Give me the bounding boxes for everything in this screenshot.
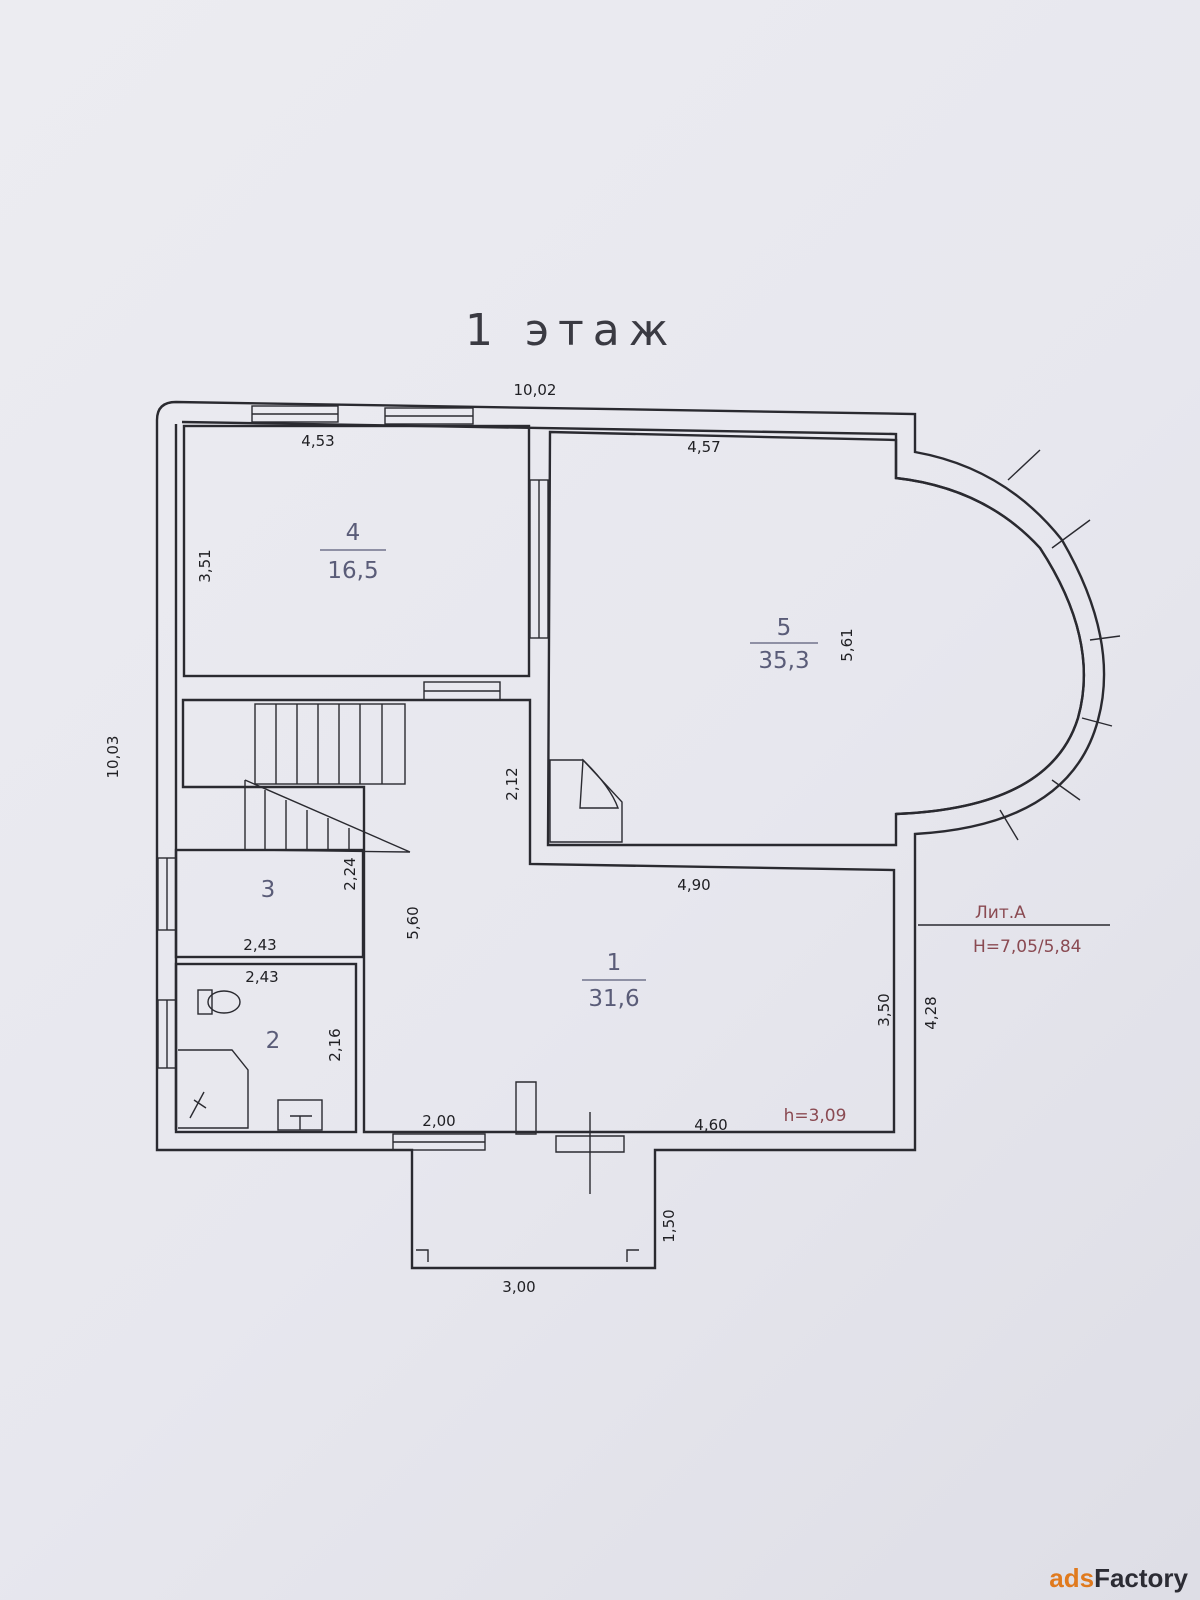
dim-room3-width: 2,43 [243, 936, 276, 954]
dim-room1-bottom: 4,60 [694, 1116, 727, 1134]
dim-overall-width: 10,02 [514, 381, 557, 399]
bath-fixtures [178, 989, 323, 1131]
room-5-number: 5 [777, 615, 792, 641]
dim-room3-height: 2,24 [341, 857, 359, 890]
room-1-area: 31,6 [588, 986, 639, 1012]
dim-porch-depth: 1,50 [660, 1209, 678, 1242]
staircase [244, 703, 411, 853]
watermark-part2: Factory [1094, 1563, 1188, 1593]
room-1-number: 1 [607, 950, 622, 976]
dim-room2-height: 2,16 [326, 1028, 344, 1061]
porch-marks [416, 1249, 639, 1262]
room-3-number: 3 [261, 877, 276, 903]
dim-porch-width: 3,00 [502, 1278, 535, 1296]
dim-room1-height: 3,50 [875, 993, 893, 1026]
entry-door [555, 1112, 625, 1194]
floor-title: 1 этаж [465, 305, 677, 356]
room-5 [546, 430, 1086, 847]
door-pillar [515, 1081, 537, 1135]
liter-label: Лит.А [975, 903, 1026, 923]
room-5-area: 35,3 [758, 648, 809, 674]
dim-right-wall: 4,28 [922, 996, 940, 1029]
dim-room5-width: 4,57 [687, 438, 720, 456]
room-4-area: 16,5 [327, 558, 378, 584]
dim-room2-width: 2,43 [245, 968, 278, 986]
fireplace [549, 758, 623, 843]
room-4-number: 4 [346, 520, 361, 546]
dim-overall-height: 10,03 [104, 736, 122, 779]
dim-room4-height: 3,51 [196, 549, 214, 582]
liter-height: Н=7,05/5,84 [973, 937, 1081, 957]
watermark-part1: ads [1049, 1563, 1095, 1593]
dim-corridor-height: 5,60 [404, 906, 422, 939]
dim-hall-upper: 2,12 [503, 767, 521, 800]
ceiling-height-label: h=3,09 [784, 1106, 847, 1126]
adsfactory-watermark: adsFactory [1049, 1563, 1188, 1594]
dim-room1-width: 4,90 [677, 876, 710, 894]
hallway [181, 698, 896, 1134]
outer-walls [155, 400, 1106, 1270]
windows [157, 405, 1121, 1151]
room-4 [182, 424, 531, 678]
room-2-number: 2 [266, 1028, 281, 1054]
dim-room4-width: 4,53 [301, 432, 334, 450]
dim-entry-width: 2,00 [422, 1112, 455, 1130]
dim-room5-height: 5,61 [838, 628, 856, 661]
